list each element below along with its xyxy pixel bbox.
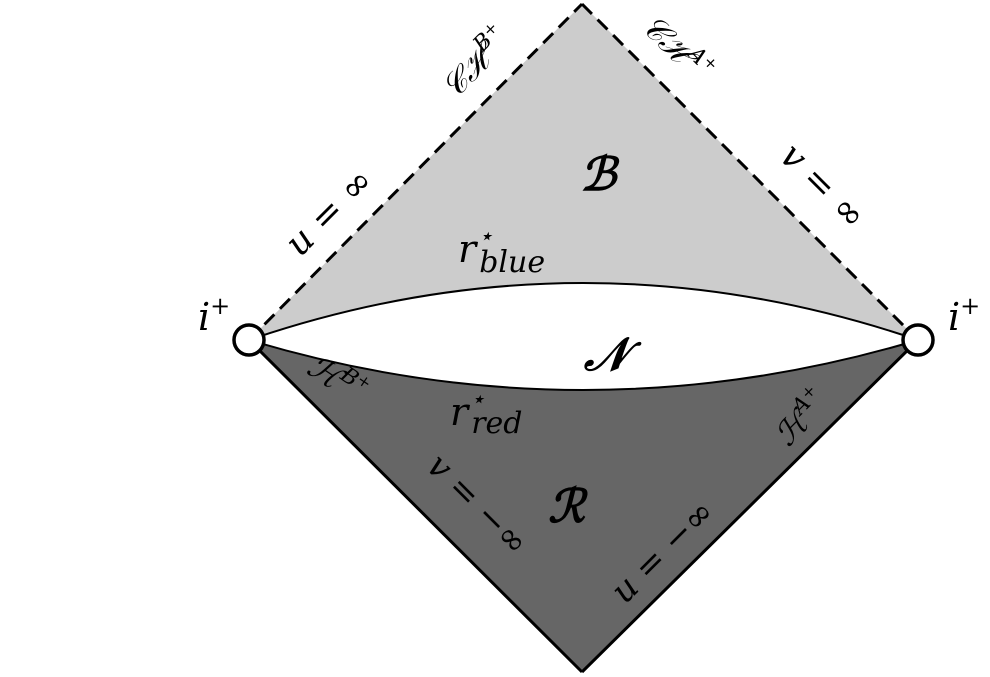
event-horizon-a-line: [580, 338, 920, 674]
no-shift-region: [249, 283, 918, 390]
blueshift-region-label: ℬ: [580, 147, 620, 201]
right-i-plus-label: i+: [948, 292, 980, 339]
r-blue-curve: [248, 282, 919, 341]
redshift-region-label: ℛ: [548, 479, 589, 533]
left-i-plus-label: i+: [198, 292, 230, 339]
cauchy-horizon-b-line: [247, 2, 584, 342]
redshift-region: [249, 340, 918, 672]
r-red-curve: [248, 339, 919, 391]
cauchy-horizon-a-line: [580, 2, 920, 342]
right-i-plus-point: [901, 323, 935, 357]
blueshift-region: [249, 4, 918, 340]
left-i-plus-point: [232, 323, 266, 357]
r-red-label: r⋆red: [450, 385, 523, 441]
r-blue-label: r⋆blue: [458, 222, 545, 280]
event-horizon-b-line: [247, 338, 584, 674]
